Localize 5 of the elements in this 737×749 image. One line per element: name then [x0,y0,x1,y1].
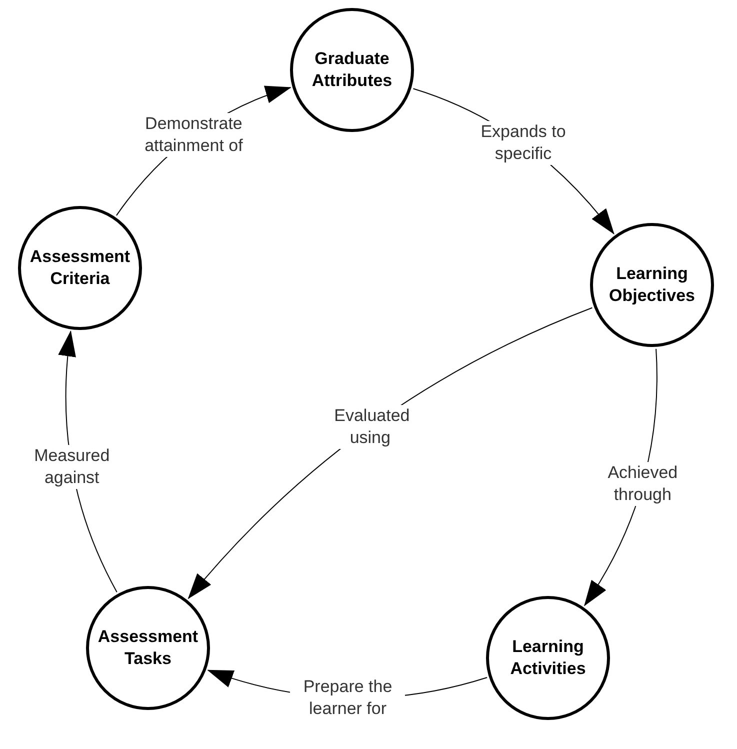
node-title: Assessment Tasks [96,626,200,670]
node-title: Graduate Attributes [310,48,394,92]
node-title: Assessment Criteria [28,246,132,290]
node-title: Learning Activities [509,636,587,680]
node-title: Learning Objectives [608,263,696,307]
